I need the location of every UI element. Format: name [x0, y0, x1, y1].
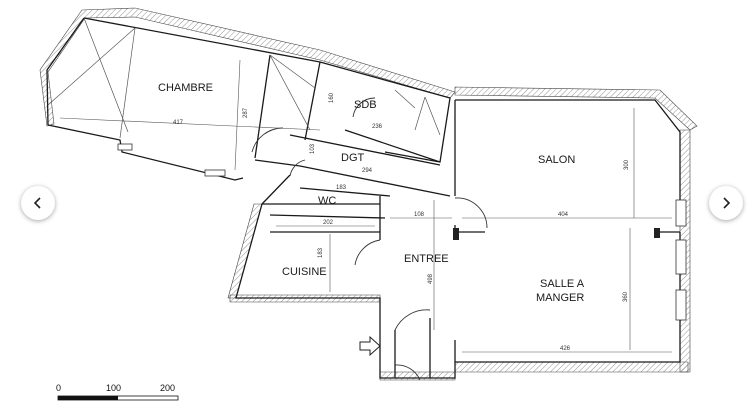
- chevron-left-icon: [33, 197, 41, 209]
- dim-entree-height: 498: [428, 273, 434, 284]
- room-label-salle-line2: MANGER: [536, 292, 584, 304]
- room-label-cuisine: CUISINE: [282, 266, 327, 278]
- pillars: [453, 228, 660, 240]
- dim-sdb-length: 236: [372, 124, 383, 130]
- room-label-salle-line1: SALLE A: [540, 278, 585, 290]
- scale-label-200: 200: [160, 383, 175, 393]
- room-label-entree: ENTREE: [404, 253, 449, 265]
- carousel-prev-button[interactable]: [21, 186, 55, 220]
- room-label-wc: WC: [318, 195, 336, 207]
- dim-entree-top: 108: [414, 212, 425, 218]
- dim-chambre-width: 287: [243, 107, 249, 118]
- scale-bar: 0 100 200: [56, 383, 179, 401]
- room-label-salon: SALON: [538, 154, 575, 166]
- scale-label-100: 100: [106, 383, 121, 393]
- windows: [117, 143, 687, 321]
- room-label-chambre: CHAMBRE: [158, 82, 213, 94]
- dim-cuisine-height: 183: [318, 247, 324, 258]
- dim-chambre-length: 417: [173, 120, 184, 126]
- dimension-lines: [59, 59, 672, 353]
- dim-cuisine-width: 202: [323, 220, 334, 226]
- dim-dgt-a: 103: [310, 143, 316, 154]
- room-label-sdb: SDB: [354, 99, 377, 111]
- entry-arrow-icon: [359, 335, 381, 357]
- scale-label-0: 0: [56, 383, 61, 393]
- dim-salle-height: 360: [623, 291, 629, 302]
- dim-dgt-b: 294: [362, 168, 373, 174]
- dim-wc-width: 183: [336, 185, 347, 191]
- dim-salon-height: 300: [624, 159, 630, 170]
- chambre-diagonals: [47, 17, 441, 139]
- dim-salle-width: 426: [560, 346, 571, 352]
- room-label-dgt: DGT: [341, 152, 365, 164]
- carousel-next-button[interactable]: [709, 186, 743, 220]
- chevron-right-icon: [723, 197, 731, 209]
- dim-salon-width: 404: [558, 212, 569, 218]
- dim-sdb-width: 160: [329, 92, 335, 103]
